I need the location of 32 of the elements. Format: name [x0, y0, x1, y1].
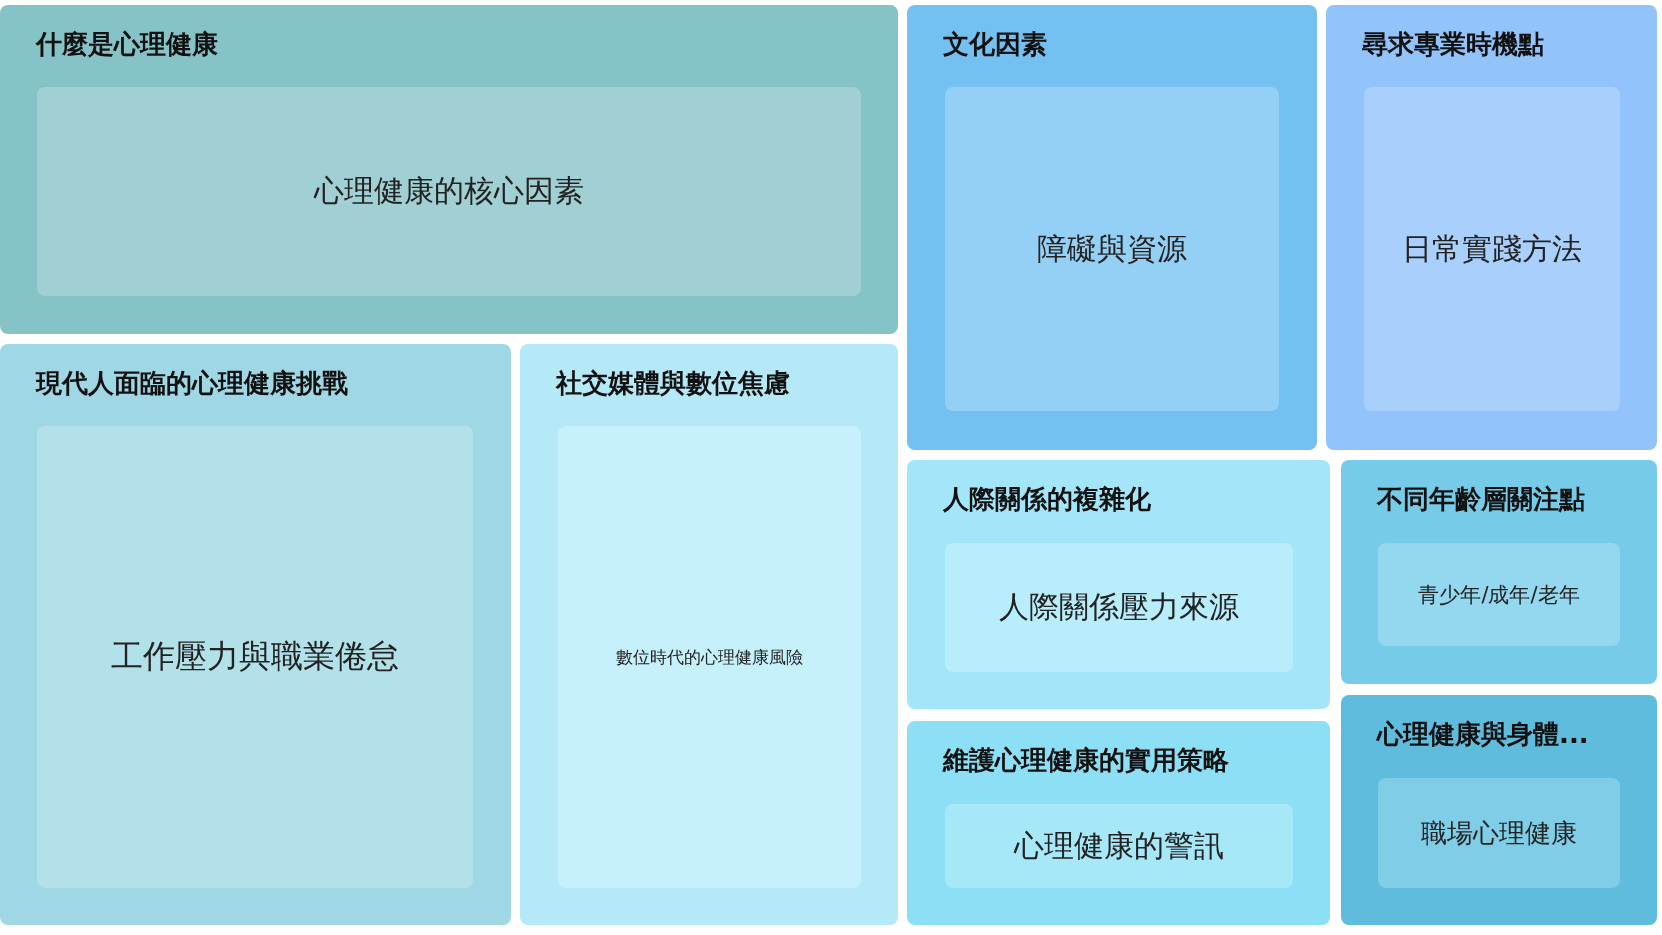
group-heading: 心理健康與身體...: [1377, 718, 1589, 751]
group-heading: 社交媒體與數位焦慮: [556, 367, 790, 400]
treemap-tile: [1378, 778, 1620, 888]
treemap-tile: [945, 87, 1279, 411]
group-heading: 不同年齡層關注點: [1377, 483, 1585, 516]
treemap-group: [0, 344, 511, 925]
treemap-tile: [37, 87, 861, 296]
group-heading: 現代人面臨的心理健康挑戰: [36, 367, 348, 400]
tile-label: 心理健康的警訊: [1014, 826, 1224, 865]
treemap-group: [1341, 695, 1657, 925]
treemap-tile: [945, 804, 1293, 888]
group-heading: 文化因素: [943, 28, 1047, 61]
treemap-group: [520, 344, 898, 925]
treemap-group: [1341, 460, 1657, 684]
group-heading: 人際關係的複雜化: [943, 483, 1151, 516]
treemap-group: [907, 5, 1317, 450]
tile-label: 障礙與資源: [1037, 229, 1187, 268]
treemap-group: [907, 721, 1330, 925]
treemap-tile: [1378, 543, 1620, 646]
group-heading: 維護心理健康的實用策略: [943, 744, 1229, 777]
tile-label: 數位時代的心理健康風險: [616, 645, 803, 669]
tile-label: 青少年/成年/老年: [1418, 581, 1580, 609]
treemap-group: [0, 5, 898, 334]
treemap-group: [907, 460, 1330, 709]
group-heading: 尋求專業時機點: [1362, 28, 1544, 61]
tile-label: 心理健康的核心因素: [314, 172, 584, 210]
tile-label: 人際關係壓力來源: [999, 588, 1239, 626]
treemap-group: [1326, 5, 1657, 450]
tile-label: 工作壓力與職業倦怠: [111, 636, 399, 677]
tile-label: 職場心理健康: [1421, 816, 1577, 850]
group-heading: 什麼是心理健康: [36, 28, 218, 61]
tile-label: 日常實踐方法: [1402, 229, 1582, 268]
